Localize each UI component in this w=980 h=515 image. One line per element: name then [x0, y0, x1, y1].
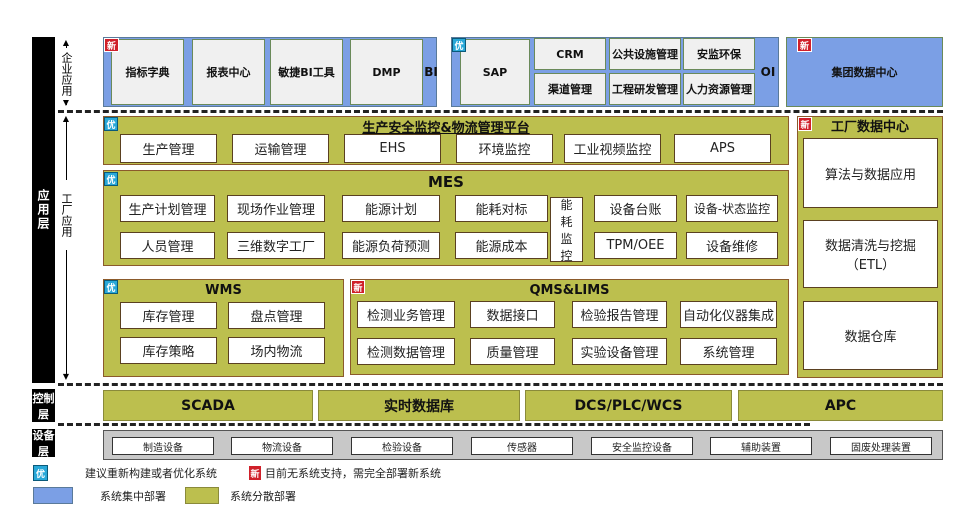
legend-swatch-central [33, 487, 73, 504]
mes-item: 现场作业管理 [227, 195, 325, 222]
safety-item: 环境监控 [456, 134, 553, 163]
device-item: 安全监控设备 [591, 437, 693, 455]
mes-item: 设备台账 [594, 195, 677, 222]
bi-item: DMP [350, 39, 423, 105]
device-item: 检验设备 [351, 437, 453, 455]
side-label-enterprise: 企业应用 [58, 48, 74, 100]
optimize-badge: 优 [104, 280, 118, 294]
new-badge: 新 [798, 117, 812, 131]
qms-item: 检测数据管理 [357, 338, 455, 365]
qms-item: 数据接口 [470, 301, 555, 328]
safety-item: 工业视频监控 [564, 134, 661, 163]
new-badge: 新 [797, 38, 812, 52]
legend-distributed-text: 系统分散部署 [230, 489, 296, 503]
oi-item: 渠道管理 [534, 73, 606, 105]
bi-label: BI [424, 65, 438, 79]
device-item: 物流设备 [231, 437, 333, 455]
arrow-down-icon: ▼ [62, 97, 70, 107]
device-item: 传感器 [471, 437, 573, 455]
mes-item: 三维数字工厂 [227, 232, 325, 259]
arrow-up-icon: ▲ [62, 37, 70, 47]
mes-item: 设备维修 [686, 232, 778, 259]
legend-central-text: 系统集中部署 [100, 489, 166, 503]
safety-item: 运输管理 [232, 134, 329, 163]
wms-item: 库存策略 [120, 337, 217, 364]
layer-label-device: 设备层 [32, 429, 55, 458]
factory-dc-item: 数据仓库 [803, 301, 938, 370]
divider-control-device [58, 423, 810, 426]
mes-title: MES [428, 173, 464, 191]
control-item: 实时数据库 [318, 390, 520, 421]
mes-item: TPM/OEE [594, 232, 677, 259]
safety-title: 生产安全监控&物流管理平台 [362, 120, 530, 136]
oi-item: CRM [534, 38, 606, 70]
mes-item: 设备-状态监控 [686, 195, 778, 222]
control-item: APC [738, 390, 943, 421]
legend-new-text: 目前无系统支持，需完全部署新系统 [265, 467, 441, 480]
optimize-badge: 优 [104, 117, 118, 131]
mes-item: 能源负荷预测 [342, 232, 440, 259]
factory-dc-item: 数据清洗与挖掘 （ETL） [803, 220, 938, 288]
factory-dc-title: 工厂数据中心 [830, 119, 909, 135]
oi-item: 工程研发管理 [609, 73, 681, 105]
device-item: 固废处理装置 [830, 437, 932, 455]
control-item: SCADA [103, 390, 313, 421]
legend-optimize-text: 建议重新构建或者优化系统 [85, 467, 217, 480]
oi-label: OI [760, 65, 776, 79]
qms-item: 检测业务管理 [357, 301, 455, 328]
qms-title: QMS&LIMS [529, 282, 610, 298]
qms-item: 检验报告管理 [572, 301, 667, 328]
arrow-down-icon: ▼ [62, 371, 70, 381]
mes-item: 人员管理 [120, 232, 215, 259]
qms-item: 实验设备管理 [572, 338, 667, 365]
mes-item: 能源计划 [342, 195, 440, 222]
qms-item: 系统管理 [680, 338, 777, 365]
optimize-badge: 优 [33, 465, 48, 481]
divider-enterprise-factory [58, 110, 943, 113]
wms-title: WMS [205, 282, 242, 298]
safety-item: 生产管理 [120, 134, 217, 163]
arrow-up-icon: ▲ [62, 113, 70, 123]
bi-item: 敏捷BI工具 [270, 39, 343, 105]
oi-item: 公共设施管理 [609, 38, 681, 70]
new-badge: 新 [248, 465, 262, 481]
qms-item: 质量管理 [470, 338, 555, 365]
side-label-factory: 工厂应用 [58, 180, 74, 250]
new-badge: 新 [351, 280, 365, 294]
new-badge: 新 [104, 38, 119, 52]
oi-item: 人力资源管理 [683, 73, 755, 105]
bi-item: 报表中心 [192, 39, 265, 105]
mes-item: 能源成本 [455, 232, 548, 259]
device-item: 辅助装置 [710, 437, 812, 455]
device-item: 制造设备 [112, 437, 214, 455]
control-item: DCS/PLC/WCS [525, 390, 732, 421]
legend-swatch-distributed [185, 487, 219, 504]
safety-item: APS [674, 134, 771, 163]
factory-dc-item: 算法与数据应用 [803, 138, 938, 208]
wms-item: 盘点管理 [228, 302, 325, 329]
mes-item: 生产计划管理 [120, 195, 215, 222]
safety-item: EHS [344, 134, 441, 163]
wms-item: 场内物流 [228, 337, 325, 364]
wms-item: 库存管理 [120, 302, 217, 329]
mes-item: 能耗对标 [455, 195, 548, 222]
divider-application-control [58, 383, 943, 386]
oi-item: 安监环保 [683, 38, 755, 70]
layer-label-application: 应用层 [32, 37, 55, 383]
mes-item: 能耗监控 [550, 197, 583, 263]
sap-box: SAP [460, 39, 530, 105]
qms-item: 自动化仪器集成 [680, 301, 777, 328]
layer-label-control: 控制层 [32, 389, 55, 422]
bi-item: 指标字典 [111, 39, 184, 105]
optimize-badge: 优 [452, 38, 466, 52]
group-data-center: 集团数据中心 [786, 37, 943, 107]
optimize-badge: 优 [104, 172, 118, 186]
